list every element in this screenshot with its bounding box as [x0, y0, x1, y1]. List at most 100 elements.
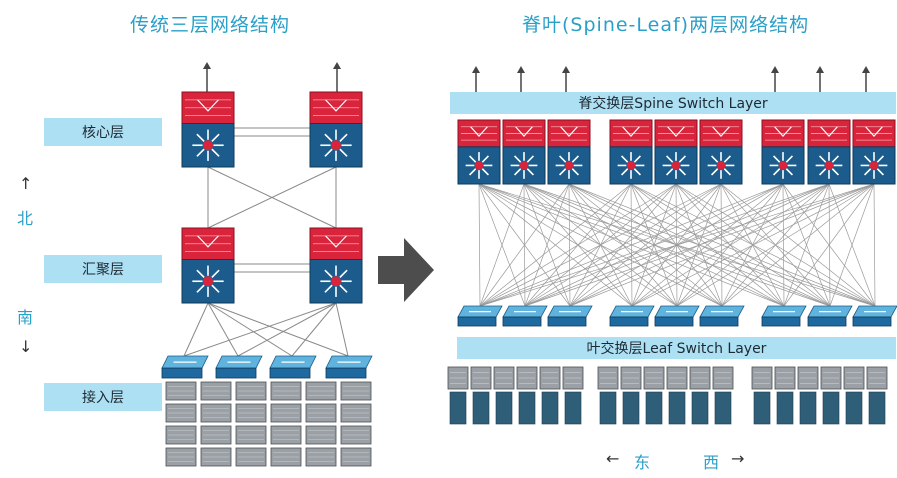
switch-icon	[699, 305, 745, 327]
arrow-up-icon	[816, 66, 824, 92]
link-line	[783, 183, 830, 307]
server-icon	[165, 403, 197, 423]
server-icon	[470, 366, 492, 390]
server-icon	[165, 381, 197, 401]
server-icon	[340, 425, 372, 445]
link-line	[479, 183, 570, 307]
arrow-right-icon	[378, 238, 434, 302]
server-icon	[564, 391, 582, 425]
router-icon	[502, 119, 546, 185]
server-icon	[495, 391, 513, 425]
server-icon	[447, 366, 469, 390]
link-line	[631, 183, 784, 307]
switch-icon	[547, 305, 593, 327]
router-icon	[457, 119, 501, 185]
link-line	[524, 183, 875, 307]
server-icon	[200, 403, 232, 423]
server-icon	[622, 391, 640, 425]
server-icon	[843, 366, 865, 390]
router-icon	[181, 91, 235, 168]
server-icon	[516, 366, 538, 390]
arrow-up-icon	[562, 66, 570, 92]
server-icon	[645, 391, 663, 425]
server-icon	[200, 381, 232, 401]
link-line	[524, 183, 570, 307]
link-line	[676, 183, 875, 307]
core-layer-label: 核心层	[44, 118, 162, 146]
right-title: 脊叶(Spine-Leaf)两层网络结构	[522, 14, 810, 36]
switch-icon	[852, 305, 897, 327]
link-line	[568, 183, 571, 307]
router-icon	[654, 119, 698, 185]
server-icon	[797, 366, 819, 390]
link-line	[479, 183, 722, 307]
server-icon	[472, 391, 490, 425]
link-line	[631, 183, 875, 307]
switch-icon	[807, 305, 853, 327]
aggregation-layer-label: 汇聚层	[44, 255, 162, 283]
router-icon	[309, 227, 363, 304]
router-icon	[309, 91, 363, 168]
server-icon	[666, 366, 688, 390]
server-icon	[518, 391, 536, 425]
link-line	[183, 302, 337, 357]
server-icon	[751, 366, 773, 390]
router-icon	[761, 119, 805, 185]
server-icon	[822, 391, 840, 425]
server-icon	[597, 366, 619, 390]
link-line	[721, 183, 875, 307]
link-line	[479, 183, 875, 307]
server-icon	[340, 447, 372, 467]
server-icon	[562, 366, 584, 390]
link-line	[479, 183, 784, 307]
server-icon	[449, 391, 467, 425]
switch-icon	[761, 305, 807, 327]
server-icon	[235, 447, 267, 467]
access-layer-label: 接入层	[44, 383, 162, 411]
server-icon	[774, 366, 796, 390]
link-line	[782, 183, 785, 307]
server-icon	[820, 366, 842, 390]
switch-icon	[325, 355, 373, 379]
server-icon	[493, 366, 515, 390]
switch-icon	[654, 305, 700, 327]
server-icon	[799, 391, 817, 425]
switch-icon	[161, 355, 209, 379]
link-line	[828, 183, 831, 307]
link-line	[237, 302, 337, 357]
server-icon	[165, 447, 197, 467]
arrow-up-icon	[333, 62, 341, 92]
server-icon	[539, 366, 561, 390]
server-icon	[305, 403, 337, 423]
server-icon	[668, 391, 686, 425]
switch-icon	[269, 355, 317, 379]
spine-layer-label: 脊交换层Spine Switch Layer	[450, 92, 896, 114]
server-icon	[845, 391, 863, 425]
link-line	[207, 302, 239, 357]
switch-icon	[609, 305, 655, 327]
link-line	[524, 183, 722, 307]
server-icon	[712, 366, 734, 390]
router-icon	[609, 119, 653, 185]
server-icon	[200, 447, 232, 467]
server-icon	[165, 425, 197, 445]
arrow-up-icon	[472, 66, 480, 92]
server-icon	[620, 366, 642, 390]
switch-icon	[457, 305, 503, 327]
link-line	[783, 183, 875, 307]
link-line	[479, 183, 677, 307]
server-icon	[235, 425, 267, 445]
server-icon	[866, 366, 888, 390]
arrow-up-icon	[862, 66, 870, 92]
link-line	[478, 183, 481, 307]
east-label: 东	[634, 453, 651, 472]
server-icon	[270, 425, 302, 445]
server-icon	[305, 447, 337, 467]
router-icon	[181, 227, 235, 304]
arrow-up-icon	[203, 62, 211, 92]
server-icon	[643, 366, 665, 390]
router-icon	[547, 119, 591, 185]
